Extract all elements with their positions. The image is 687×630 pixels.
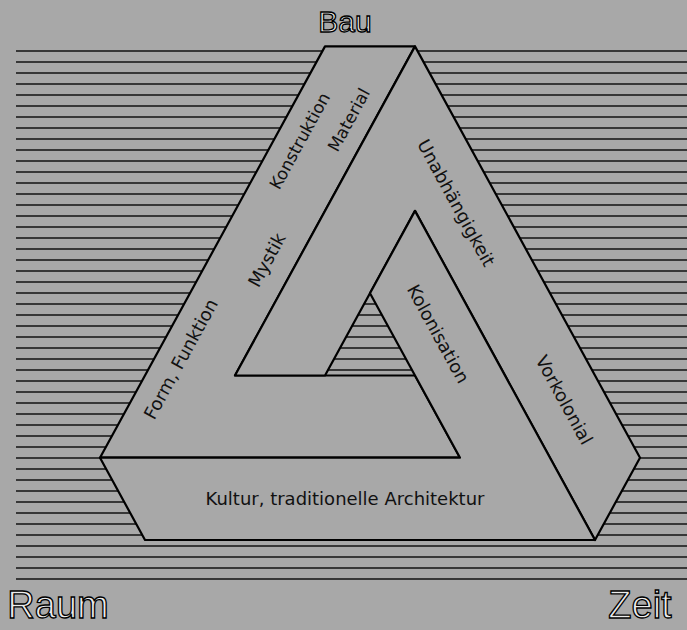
side-label: Material bbox=[325, 86, 375, 156]
side-label: Kolonisation bbox=[403, 282, 473, 387]
triangle-bar bbox=[100, 211, 595, 540]
side-label: Mystik bbox=[244, 230, 289, 290]
side-label: Vorkolonial bbox=[531, 352, 596, 448]
corner-label: Zeit bbox=[608, 585, 671, 627]
corner-label: Bau bbox=[318, 5, 371, 38]
side-label: Unabhängigkeit bbox=[413, 136, 498, 270]
side-label: Kultur, traditionelle Architektur bbox=[206, 489, 485, 509]
side-label: Form, Funktion bbox=[140, 296, 222, 423]
corner-label: Raum bbox=[7, 585, 108, 627]
side-label: Konstruktion bbox=[266, 90, 334, 193]
